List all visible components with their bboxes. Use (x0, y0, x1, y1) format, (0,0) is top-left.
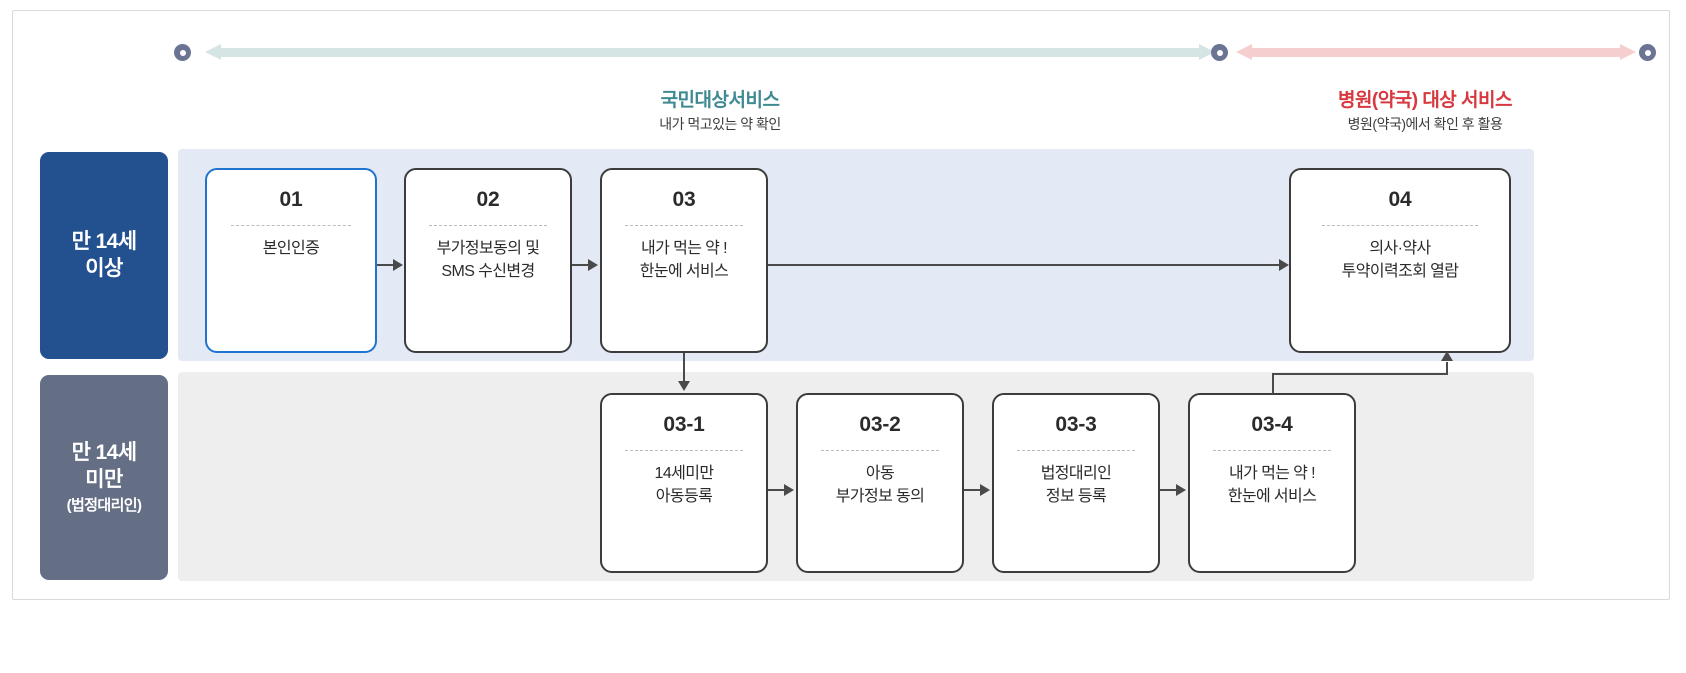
step-label: 내가 먹는 약 ! 한눈에 서비스 (1227, 465, 1317, 506)
step-number: 03-2 (859, 413, 901, 436)
arrow-head-left (205, 44, 221, 60)
row-label-note: (법정대리인) (66, 496, 142, 514)
step-divider (428, 225, 548, 226)
step-label: 부가정보동의 및 SMS 수신변경 (436, 240, 540, 281)
connector-03-to-04-line (768, 264, 1280, 266)
connector-03-3-to-03-4-line (1160, 489, 1177, 491)
scope-dot-end (1639, 44, 1656, 61)
arrow-shaft (1250, 48, 1622, 57)
arrow-head-left (1236, 44, 1252, 60)
connector-01-to-02-arrow (393, 259, 403, 271)
step-box-03-1[interactable]: 03-1 14세미만 아동등록 (600, 393, 768, 573)
citizen-scope-arrow (205, 44, 1215, 60)
step-divider (1016, 450, 1136, 451)
connector-03-4-to-04-vertical-b (1446, 362, 1448, 374)
connector-03-to-04-arrow (1279, 259, 1289, 271)
step-box-03[interactable]: 03 내가 먹는 약 ! 한눈에 서비스 (600, 168, 768, 353)
arrow-head-right (1620, 44, 1636, 60)
step-divider (624, 225, 744, 226)
connector-02-to-03-line (572, 264, 589, 266)
connector-03-1-to-03-2-arrow (784, 484, 794, 496)
connector-03-1-to-03-2-line (768, 489, 785, 491)
step-divider (624, 450, 744, 451)
step-number: 03-1 (663, 413, 705, 436)
scope-dot-middle (1211, 44, 1228, 61)
step-label: 의사·약사 투약이력조회 열람 (1341, 240, 1459, 281)
step-number: 01 (279, 188, 303, 211)
step-label: 본인인증 (262, 240, 320, 257)
step-number: 03-3 (1055, 413, 1097, 436)
step-label: 법정대리인 정보 등록 (1040, 465, 1112, 506)
hospital-scope-subtitle: 병원(약국)에서 확인 후 활용 (1347, 116, 1503, 132)
step-number: 03 (672, 188, 696, 211)
connector-03-2-to-03-3-line (964, 489, 981, 491)
hospital-scope-title: 병원(약국) 대상 서비스 (1337, 90, 1513, 111)
step-box-04[interactable]: 04 의사·약사 투약이력조회 열람 (1289, 168, 1511, 353)
hospital-scope-arrow (1236, 44, 1636, 60)
connector-03-to-03-1-arrow (678, 381, 690, 391)
step-box-03-2[interactable]: 03-2 아동 부가정보 동의 (796, 393, 964, 573)
row-label-age-14-and-over: 만 14세 이상 (40, 152, 168, 359)
step-box-03-4[interactable]: 03-4 내가 먹는 약 ! 한눈에 서비스 (1188, 393, 1356, 573)
connector-03-4-to-04-vertical-a (1272, 373, 1274, 394)
step-divider (1212, 450, 1332, 451)
connector-03-to-03-1-line (683, 353, 685, 383)
row-label-line2: 이상 (85, 256, 123, 280)
citizen-scope-subtitle: 내가 먹고있는 약 확인 (659, 116, 781, 132)
connector-03-4-to-04-arrow (1441, 351, 1453, 361)
step-label: 14세미만 아동등록 (654, 465, 715, 506)
step-number: 02 (476, 188, 500, 211)
row-label-line1: 만 14세 (71, 441, 137, 465)
connector-01-to-02-line (377, 264, 394, 266)
row-label-line2: 미만 (85, 467, 123, 491)
step-label: 내가 먹는 약 ! 한눈에 서비스 (639, 240, 729, 281)
citizen-scope-title: 국민대상서비스 (660, 90, 780, 111)
connector-03-3-to-03-4-arrow (1176, 484, 1186, 496)
scope-band: 국민대상서비스 내가 먹고있는 약 확인 병원(약국) 대상 서비스 병원(약국… (0, 0, 1686, 132)
arrow-shaft (219, 48, 1201, 57)
step-box-03-3[interactable]: 03-3 법정대리인 정보 등록 (992, 393, 1160, 573)
step-label: 아동 부가정보 동의 (835, 465, 925, 506)
step-box-02[interactable]: 02 부가정보동의 및 SMS 수신변경 (404, 168, 572, 353)
step-box-01[interactable]: 01 본인인증 (205, 168, 377, 353)
step-number: 04 (1388, 188, 1412, 211)
step-number: 03-4 (1251, 413, 1293, 436)
step-divider (1321, 225, 1479, 226)
scope-dot-start (174, 44, 191, 61)
connector-03-4-to-04-horizontal (1272, 373, 1448, 375)
step-divider (230, 225, 352, 226)
connector-03-2-to-03-3-arrow (980, 484, 990, 496)
row-label-line1: 만 14세 (71, 229, 137, 253)
connector-02-to-03-arrow (588, 259, 598, 271)
row-label-age-under-14: 만 14세 미만 (법정대리인) (40, 375, 168, 580)
step-divider (820, 450, 940, 451)
